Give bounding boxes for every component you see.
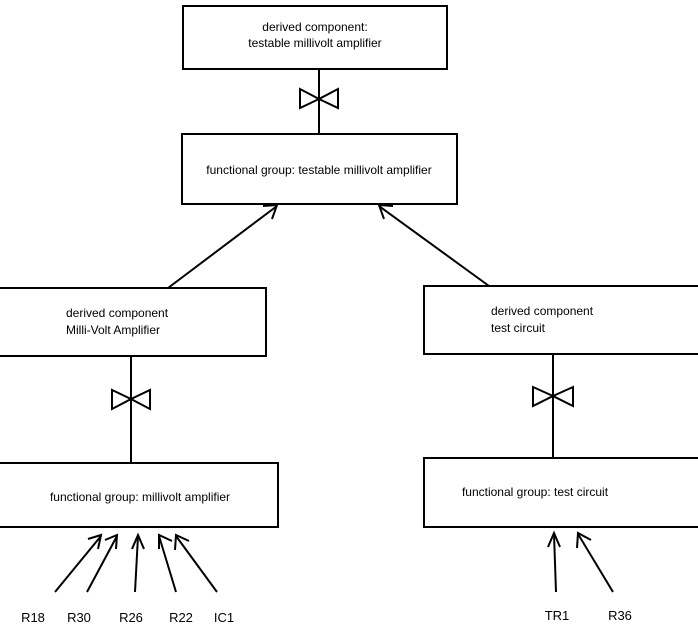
leaf-arrow-r22-shaft <box>158 535 177 593</box>
node-fg-test-circuit[interactable]: functional group: test circuit <box>423 457 698 528</box>
leaf-arrow-ic1 <box>174 533 218 593</box>
leaf-arrow-r18 <box>54 533 103 593</box>
node-label-fg-test-circuit: functional group: test circuit <box>462 485 609 499</box>
node-box-derived-milli-volt-amplifier[interactable] <box>0 287 267 357</box>
bowtie-icon-top-right <box>316 87 339 110</box>
leaf-label-r18: R18 <box>21 610 45 625</box>
leaf-arrow-r18-shaft <box>54 535 102 593</box>
node-box-derived-testable-millivolt-amplifier[interactable] <box>182 5 448 70</box>
leaf-label-r30: R30 <box>67 610 91 625</box>
leaf-arrow-tr1-head <box>547 530 561 548</box>
leaf-arrow-r26-shaft <box>134 535 139 593</box>
node-label-derived-mva-line1: derived component <box>66 306 169 320</box>
leaf-arrow-tr1 <box>547 530 561 593</box>
bowtie-icon-top <box>299 87 322 110</box>
composition-link-top <box>299 70 339 133</box>
node-label-derived-tc-line1: derived component <box>491 304 594 318</box>
leaf-label-ic1: IC1 <box>214 610 234 625</box>
aggregation-arrow-millivolt-shaft <box>167 205 278 289</box>
aggregation-arrow-test-circuit <box>377 203 490 287</box>
node-box-fg-test-circuit[interactable] <box>423 457 698 528</box>
leaf-label-r22: R22 <box>169 610 193 625</box>
node-fg-testable-millivolt-amplifier[interactable]: functional group: testable millivolt amp… <box>181 133 458 205</box>
leaf-arrow-r26-head <box>131 532 145 550</box>
aggregation-arrow-millivolt <box>167 203 279 289</box>
leaf-arrow-r30 <box>86 533 119 593</box>
node-fg-millivolt-amplifier[interactable]: functional group: millivolt amplifier <box>0 462 279 528</box>
node-box-fg-millivolt-amplifier[interactable] <box>0 462 279 528</box>
node-box-derived-test-circuit[interactable] <box>423 285 698 355</box>
node-derived-testable-millivolt-amplifier[interactable]: derived component: testable millivolt am… <box>182 5 448 70</box>
leaf-arrow-r18-head <box>87 533 103 550</box>
bowtie-icon-right <box>532 385 556 408</box>
node-label-derived-testable-line1: derived component: <box>262 20 367 34</box>
leaf-arrow-tr1-shaft <box>553 533 557 593</box>
node-label-fg-millivolt-amplifier: functional group: millivolt amplifier <box>50 490 230 504</box>
leaf-arrow-r26 <box>131 532 145 593</box>
leaf-arrow-ic1-head <box>174 533 190 551</box>
node-label-fg-testable: functional group: testable millivolt amp… <box>206 163 431 177</box>
leaf-label-tr1: TR1 <box>545 608 570 623</box>
node-box-fg-testable-millivolt-amplifier[interactable] <box>181 133 458 205</box>
leaf-arrow-ic1-shaft <box>175 535 218 593</box>
leaf-arrow-r22 <box>158 533 177 593</box>
bowtie-icon-right-right <box>550 385 574 408</box>
leaf-label-r36: R36 <box>608 608 632 623</box>
node-label-derived-tc-line2: test circuit <box>491 321 546 335</box>
composition-link-left <box>111 357 151 462</box>
leaf-arrow-r22-head <box>158 533 173 549</box>
node-label-derived-testable-line2: testable millivolt amplifier <box>248 36 381 50</box>
leaf-arrow-r36 <box>576 531 614 593</box>
bowtie-icon-left <box>111 388 134 411</box>
leaf-label-r26: R26 <box>119 610 143 625</box>
leaf-arrow-r30-shaft <box>86 535 118 593</box>
node-label-derived-mva-line2: Milli-Volt Amplifier <box>66 323 160 337</box>
composition-link-right <box>532 355 574 457</box>
bowtie-icon-left-right <box>128 388 151 411</box>
node-derived-test-circuit[interactable]: derived component test circuit <box>423 285 698 355</box>
aggregation-arrow-test-circuit-shaft <box>378 205 490 287</box>
leaf-arrow-r36-head <box>576 531 592 549</box>
leaf-arrow-r30-head <box>104 533 119 550</box>
leaf-arrow-r36-shaft <box>577 533 614 593</box>
node-derived-milli-volt-amplifier[interactable]: derived component Milli-Volt Amplifier <box>0 287 267 357</box>
